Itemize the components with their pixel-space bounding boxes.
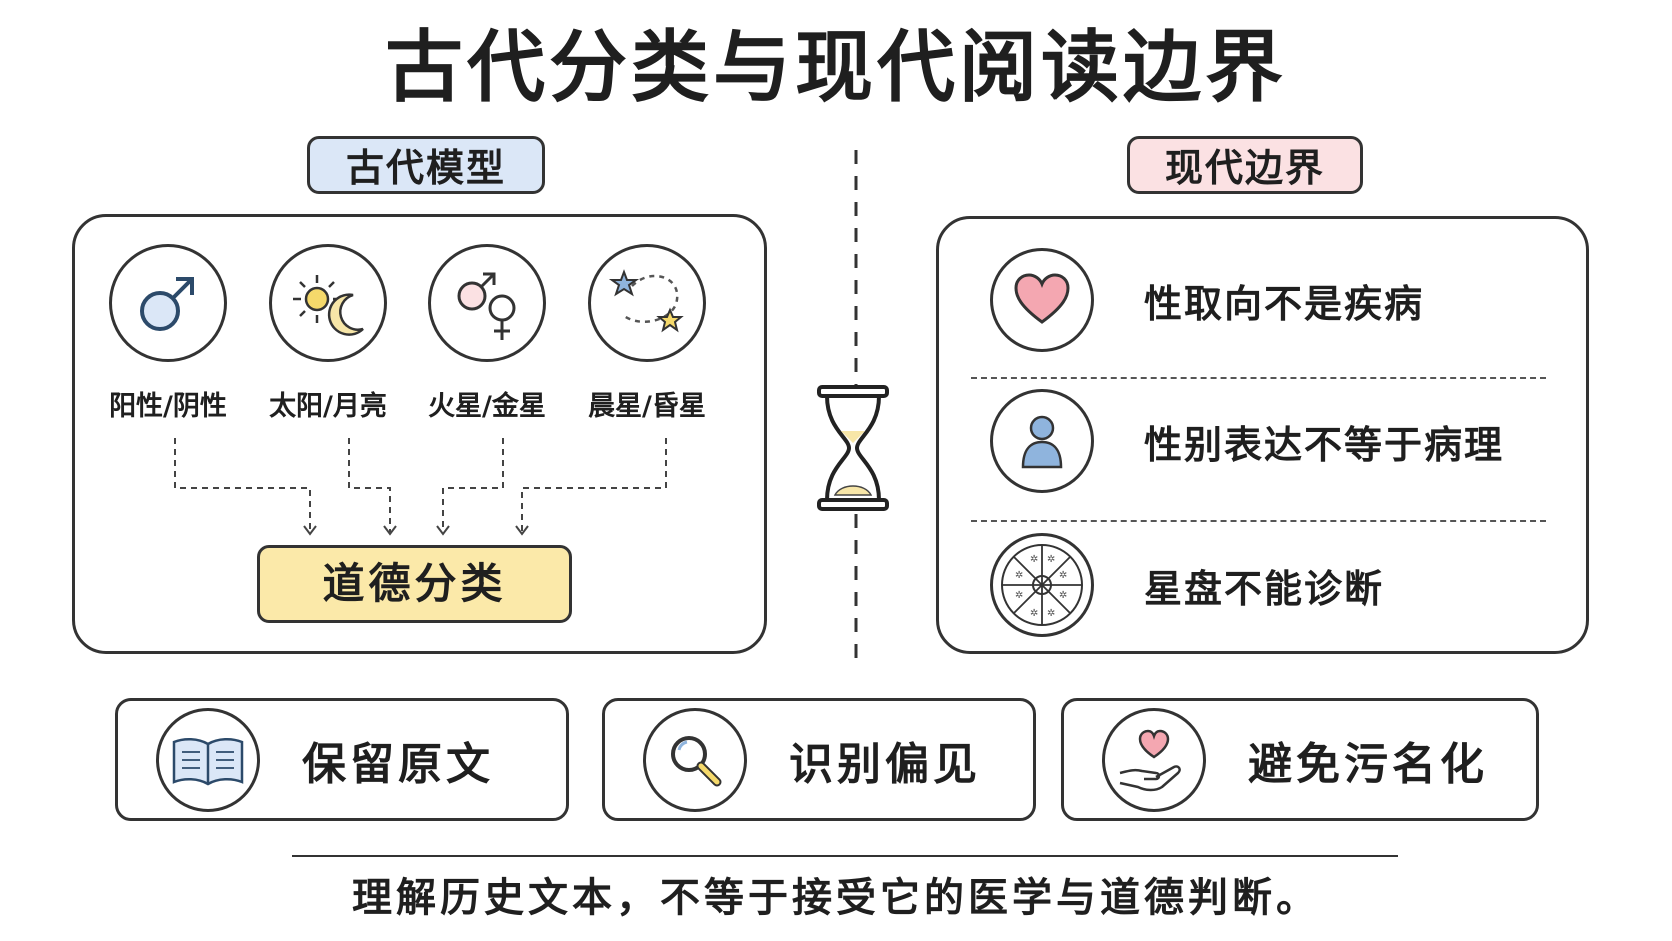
mars-venus-icon — [428, 244, 546, 362]
ancient-item-yang-yin: 阳性/阴性 — [103, 244, 233, 423]
open-book-icon — [156, 707, 260, 812]
card-identify-bias: 识别偏见 — [602, 698, 1036, 821]
svg-text:✲: ✲ — [1047, 554, 1055, 565]
card-text: 保留原文 — [302, 738, 494, 790]
sun-moon-icon — [269, 244, 387, 362]
ancient-item-label: 晨星/昏星 — [588, 391, 706, 422]
stars-icon — [588, 244, 706, 362]
heart-hand-icon — [1102, 707, 1206, 812]
ancient-item-label: 火星/金星 — [428, 391, 546, 422]
modern-row-orientation: 性取向不是疾病 — [990, 245, 1550, 355]
svg-text:✲: ✲ — [1047, 608, 1055, 619]
modern-row-chart: ✲ ✲ ✲ ✲ ✲ ✲ ✲ ✲ 星盘不能诊断 — [990, 530, 1550, 640]
ancient-item-mars-venus: 火星/金星 — [422, 244, 552, 423]
svg-text:✲: ✲ — [1015, 570, 1023, 581]
ancient-model-tag: 古代模型 — [307, 136, 545, 194]
person-icon — [990, 389, 1094, 493]
modern-row-text: 性别表达不等于病理 — [1144, 422, 1505, 467]
svg-text:✲: ✲ — [1015, 590, 1023, 601]
card-preserve-original: 保留原文 — [115, 698, 569, 821]
footer-divider — [292, 855, 1398, 857]
moral-classification-box: 道德分类 — [257, 545, 572, 623]
svg-text:✲: ✲ — [1059, 590, 1067, 601]
svg-text:✲: ✲ — [1030, 608, 1038, 619]
page-title: 古代分类与现代阅读边界 — [384, 23, 1287, 113]
card-text: 避免污名化 — [1248, 738, 1488, 790]
footer-statement: 理解历史文本，不等于接受它的医学与道德判断。 — [352, 875, 1320, 921]
svg-text:✲: ✲ — [1059, 570, 1067, 581]
card-text: 识别偏见 — [789, 738, 981, 790]
ancient-item-morning-evening-star: 晨星/昏星 — [582, 244, 712, 423]
modern-boundaries-tag: 现代边界 — [1127, 136, 1363, 194]
ancient-item-label: 阳性/阴性 — [109, 391, 227, 422]
ancient-item-label: 太阳/月亮 — [269, 391, 387, 422]
svg-text:✲: ✲ — [1030, 554, 1038, 565]
modern-row-expression: 性别表达不等于病理 — [990, 386, 1550, 496]
row-divider — [971, 520, 1546, 522]
hourglass-icon — [813, 383, 893, 513]
modern-row-text: 性取向不是疾病 — [1144, 281, 1425, 326]
card-avoid-stigma: 避免污名化 — [1061, 698, 1539, 821]
magnifier-icon — [643, 707, 747, 812]
modern-row-text: 星盘不能诊断 — [1144, 566, 1385, 611]
astrology-chart-icon: ✲ ✲ ✲ ✲ ✲ ✲ ✲ ✲ — [990, 533, 1094, 637]
heart-icon — [990, 248, 1094, 352]
ancient-item-sun-moon: 太阳/月亮 — [263, 244, 393, 423]
row-divider — [971, 377, 1546, 379]
mars-icon — [109, 244, 227, 362]
